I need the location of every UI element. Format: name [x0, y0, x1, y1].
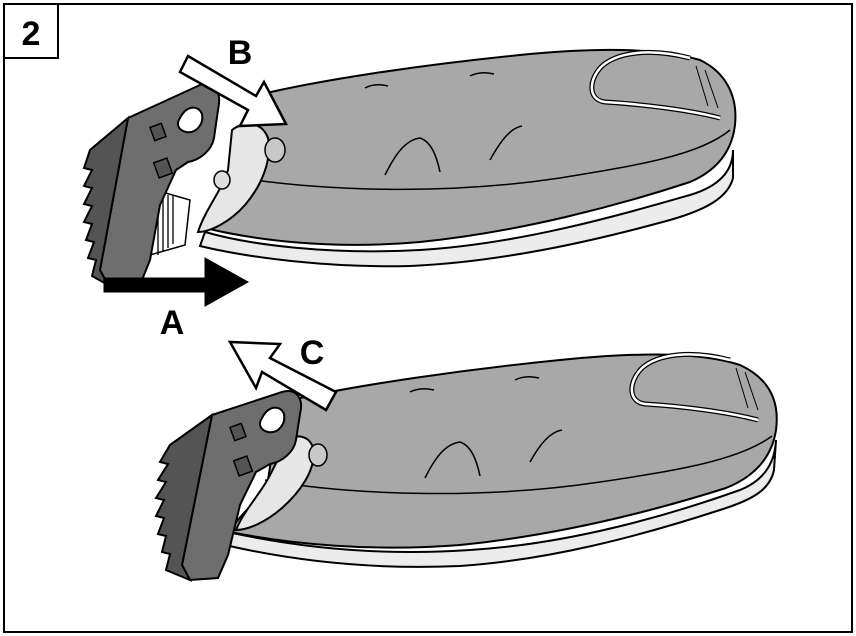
hair-clipper-icon: [198, 149, 734, 268]
label-b: B: [228, 34, 253, 72]
step-number: 2: [22, 15, 41, 53]
step-number-box: 2: [3, 3, 59, 59]
label-a: A: [160, 304, 185, 342]
label-c: C: [300, 334, 325, 372]
arrow-icon: [227, 340, 338, 412]
top-clipper: A B: [82, 34, 737, 342]
attachment-comb-icon: [154, 390, 302, 582]
hair-clipper-icon: [223, 439, 777, 568]
arrow-icon: [103, 257, 250, 307]
arrow-icon: [178, 54, 289, 128]
bottom-clipper: C: [154, 334, 778, 582]
